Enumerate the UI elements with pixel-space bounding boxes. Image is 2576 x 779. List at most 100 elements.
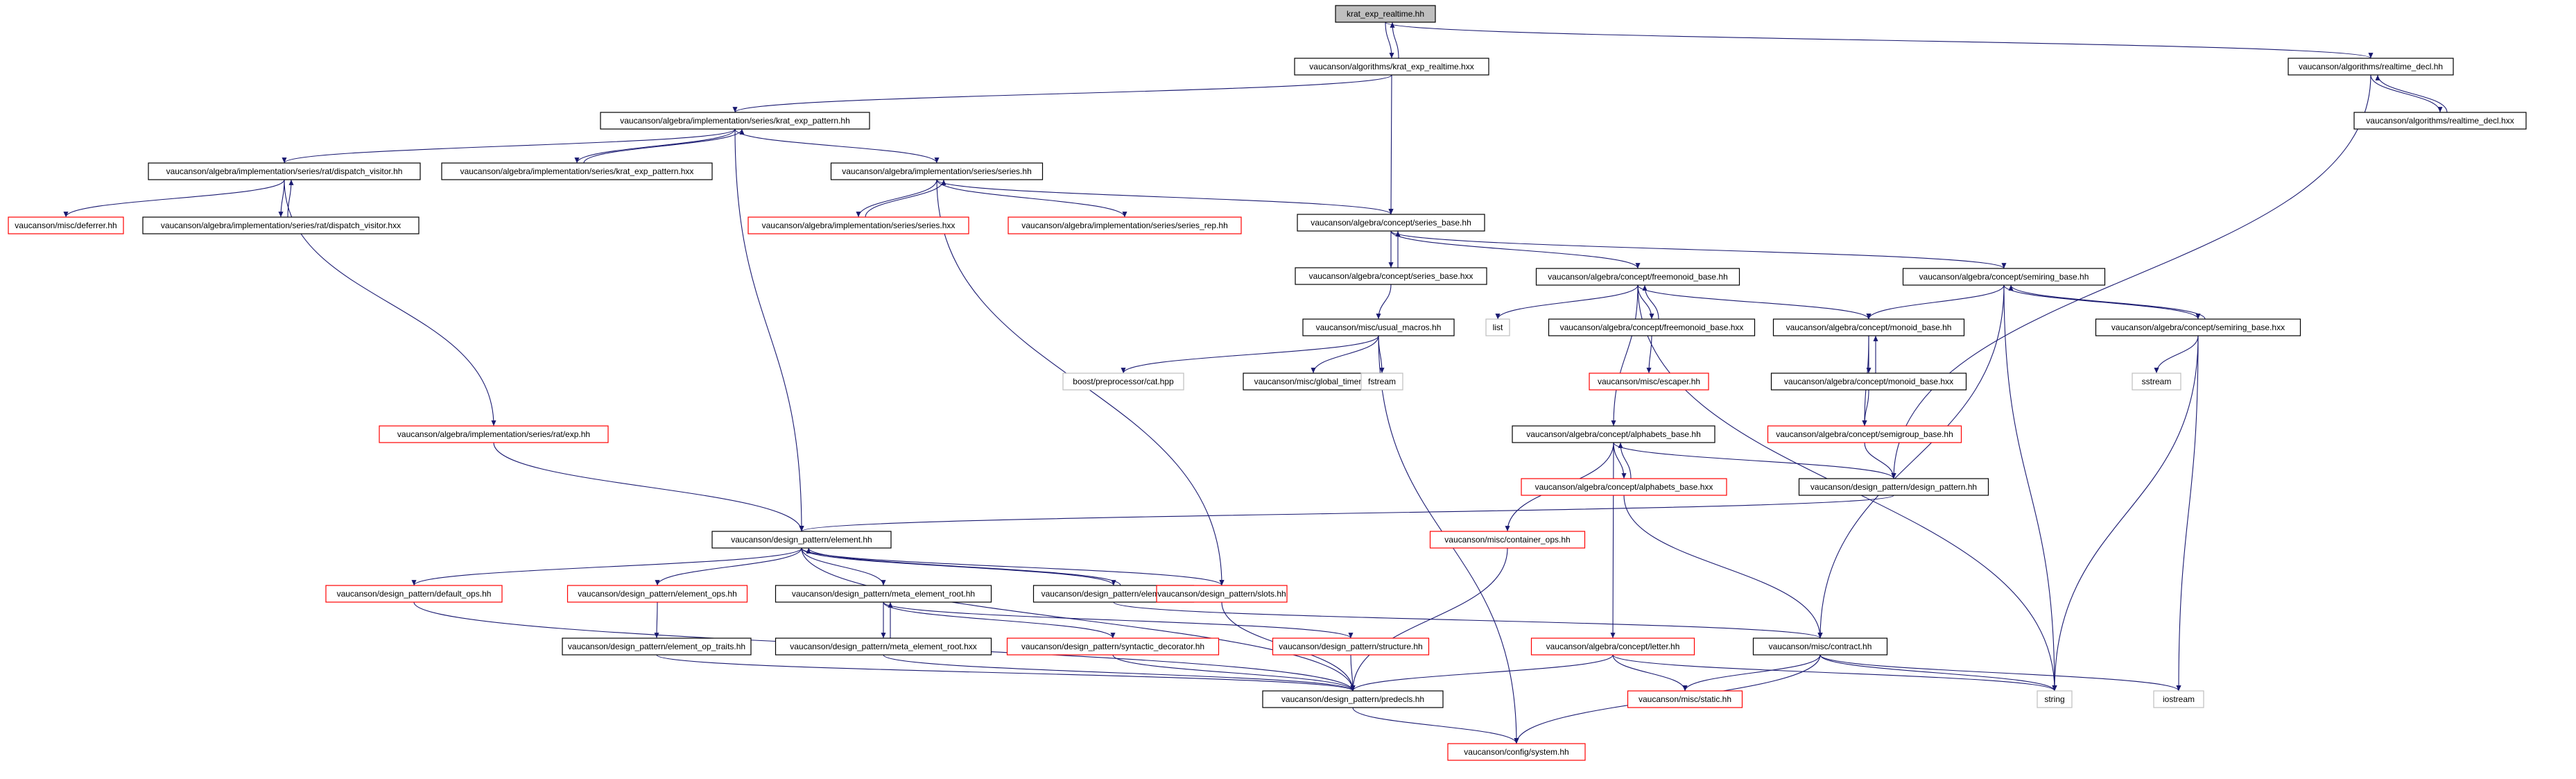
- node-label: vaucanson/algebra/implementation/series/…: [161, 221, 401, 230]
- graph-node-n41[interactable]: vaucanson/design_pattern/syntactic_decor…: [1006, 637, 1220, 656]
- graph-node-n22[interactable]: vaucanson/algebra/concept/monoid_base.hx…: [1770, 373, 1967, 391]
- node-label: vaucanson/misc/deferrer.hh: [15, 221, 116, 230]
- node-label: vaucanson/algorithms/realtime_decl.hh: [2299, 62, 2443, 71]
- node-box: [1767, 425, 1962, 443]
- node-label: boost/preprocessor/cat.hpp: [1073, 377, 1174, 386]
- edge-n27-to-n31: [1864, 442, 1896, 479]
- graph-node-n28[interactable]: vaucanson/algebra/implementation/series/…: [379, 425, 609, 443]
- graph-node-n29[interactable]: vaucanson/algebra/concept/alphabets_base…: [1512, 425, 1715, 443]
- graph-node-n5[interactable]: vaucanson/algebra/implementation/series/…: [148, 162, 421, 180]
- graph-node-n27[interactable]: vaucanson/algebra/concept/semigroup_base…: [1767, 425, 1962, 443]
- edge-n30-to-n44: [1623, 495, 1823, 639]
- node-label: vaucanson/algebra/concept/semiring_base.…: [1919, 272, 2089, 282]
- edge-n39-to-n46: [656, 654, 1356, 692]
- node-label: vaucanson/algebra/implementation/series/…: [166, 166, 403, 176]
- graph-node-n30[interactable]: vaucanson/algebra/concept/alphabets_base…: [1521, 478, 1727, 496]
- graph-node-n17[interactable]: vaucanson/algebra/concept/freemonoid_bas…: [1548, 318, 1756, 336]
- graph-node-n14[interactable]: vaucanson/algebra/concept/freemonoid_bas…: [1535, 268, 1740, 286]
- node-label: string: [2044, 694, 2064, 704]
- graph-node-n19[interactable]: vaucanson/algebra/concept/semiring_base.…: [2095, 318, 2301, 336]
- node-label: vaucanson/design_pattern/syntactic_decor…: [1021, 642, 1204, 651]
- graph-node-n21[interactable]: vaucanson/misc/escaper.hh: [1589, 373, 1709, 391]
- node-label: vaucanson/design_pattern/design_pattern.…: [1810, 482, 1977, 492]
- graph-node-n2[interactable]: vaucanson/algorithms/realtime_decl.hh: [2288, 58, 2454, 76]
- node-box: [567, 585, 748, 603]
- graph-node-n39[interactable]: vaucanson/design_pattern/element_op_trai…: [562, 637, 752, 656]
- graph-node-n1[interactable]: vaucanson/algorithms/krat_exp_realtime.h…: [1294, 58, 1489, 76]
- edge-n7-to-n12: [936, 179, 1394, 215]
- node-box: [2353, 112, 2527, 130]
- graph-node-n48[interactable]: iostream: [2153, 690, 2204, 708]
- node-label: iostream: [2163, 694, 2195, 704]
- edge-n12-to-n14: [1390, 230, 1641, 269]
- graph-node-n16[interactable]: list: [1485, 318, 1510, 336]
- node-label: vaucanson/algebra/implementation/series/…: [460, 166, 694, 176]
- node-box: [1297, 214, 1485, 232]
- graph-node-n7[interactable]: vaucanson/algebra/implementation/series/…: [830, 162, 1044, 180]
- graph-node-n31[interactable]: vaucanson/design_pattern/design_pattern.…: [1798, 478, 1989, 496]
- graph-node-n40[interactable]: vaucanson/design_pattern/meta_element_ro…: [775, 637, 992, 656]
- edge-n0-to-n2: [1385, 22, 2374, 59]
- node-label: vaucanson/algorithms/krat_exp_realtime.h…: [1309, 62, 1473, 71]
- node-box: [1335, 5, 1436, 23]
- edge-n32-to-n37: [801, 547, 1116, 586]
- node-label: vaucanson/misc/contract.hh: [1769, 642, 1872, 651]
- node-box: [1902, 268, 2106, 286]
- graph-node-n0[interactable]: krat_exp_realtime.hh: [1335, 5, 1436, 23]
- graph-node-n26[interactable]: fstream: [1360, 373, 1403, 391]
- node-label: vaucanson/misc/container_ops.hh: [1444, 535, 1570, 545]
- edge-n32-to-n34: [411, 547, 802, 586]
- node-box: [1627, 690, 1743, 708]
- node-label: vaucanson/misc/static.hh: [1639, 694, 1731, 704]
- graph-node-n3[interactable]: vaucanson/algorithms/realtime_decl.hxx: [2353, 112, 2527, 130]
- graph-node-n12[interactable]: vaucanson/algebra/concept/series_base.hh: [1297, 214, 1485, 232]
- node-label: vaucanson/design_pattern/element.hh: [731, 535, 872, 545]
- edge-n46-to-n49: [1352, 707, 1519, 744]
- graph-node-n43[interactable]: vaucanson/algebra/concept/letter.hh: [1530, 637, 1695, 656]
- graph-node-n38[interactable]: vaucanson/design_pattern/slots.hh: [1156, 585, 1288, 603]
- edge-n32-to-n46: [801, 547, 1356, 692]
- graph-node-n18[interactable]: vaucanson/algebra/concept/monoid_base.hh: [1772, 318, 1965, 336]
- node-box: [325, 585, 503, 603]
- graph-node-n6[interactable]: vaucanson/algebra/implementation/series/…: [441, 162, 713, 180]
- node-label: vaucanson/algebra/implementation/series/…: [842, 166, 1032, 176]
- graph-node-n9[interactable]: vaucanson/algebra/implementation/series/…: [142, 216, 420, 234]
- node-label: vaucanson/design_pattern/element.hxx: [1041, 589, 1186, 599]
- node-box: [775, 637, 992, 656]
- node-box: [1535, 268, 1740, 286]
- edge-n4-to-n5: [282, 128, 736, 164]
- graph-node-n49[interactable]: vaucanson/config/system.hh: [1447, 743, 1586, 761]
- graph-node-n23[interactable]: sstream: [2132, 373, 2181, 391]
- graph-node-n11[interactable]: vaucanson/algebra/implementation/series/…: [1008, 216, 1242, 234]
- graph-node-n42[interactable]: vaucanson/design_pattern/structure.hh: [1272, 637, 1430, 656]
- node-box: [142, 216, 420, 234]
- graph-node-n13[interactable]: vaucanson/algebra/concept/series_base.hx…: [1295, 267, 1487, 285]
- graph-node-n20[interactable]: vaucanson/misc/usual_macros.hh: [1302, 318, 1455, 336]
- node-box: [1062, 373, 1184, 391]
- graph-node-n45[interactable]: vaucanson/misc/static.hh: [1627, 690, 1743, 708]
- graph-node-n36[interactable]: vaucanson/design_pattern/meta_element_ro…: [775, 585, 992, 603]
- graph-node-n24[interactable]: boost/preprocessor/cat.hpp: [1062, 373, 1184, 391]
- graph-node-n33[interactable]: vaucanson/misc/container_ops.hh: [1429, 531, 1586, 549]
- graph-node-n4[interactable]: vaucanson/algebra/implementation/series/…: [600, 112, 870, 130]
- graph-node-n25[interactable]: vaucanson/misc/global_timer.hh: [1243, 373, 1384, 391]
- node-label: vaucanson/design_pattern/default_ops.hh: [337, 589, 492, 599]
- node-box: [1752, 637, 1888, 656]
- node-box: [1360, 373, 1403, 391]
- graph-node-n46[interactable]: vaucanson/design_pattern/predecls.hh: [1262, 690, 1444, 708]
- node-box: [747, 216, 969, 234]
- graph-node-n35[interactable]: vaucanson/design_pattern/element_ops.hh: [567, 585, 748, 603]
- graph-node-n10[interactable]: vaucanson/algebra/implementation/series/…: [747, 216, 969, 234]
- graph-node-n32[interactable]: vaucanson/design_pattern/element.hh: [711, 531, 892, 549]
- node-label: vaucanson/algebra/concept/letter.hh: [1546, 642, 1680, 651]
- edge-n1-to-n12: [1388, 74, 1394, 215]
- graph-node-n44[interactable]: vaucanson/misc/contract.hh: [1752, 637, 1888, 656]
- edge-n17-to-n21: [1646, 335, 1652, 374]
- edge-n15-to-n44: [1817, 284, 2005, 639]
- graph-node-n34[interactable]: vaucanson/design_pattern/default_ops.hh: [325, 585, 503, 603]
- edge-n44-to-n47: [1819, 654, 2057, 692]
- graph-node-n15[interactable]: vaucanson/algebra/concept/semiring_base.…: [1902, 268, 2106, 286]
- graph-node-n47[interactable]: string: [2037, 690, 2073, 708]
- graph-node-n8[interactable]: vaucanson/misc/deferrer.hh: [8, 216, 124, 234]
- edge-n15-to-n18: [1866, 284, 2005, 320]
